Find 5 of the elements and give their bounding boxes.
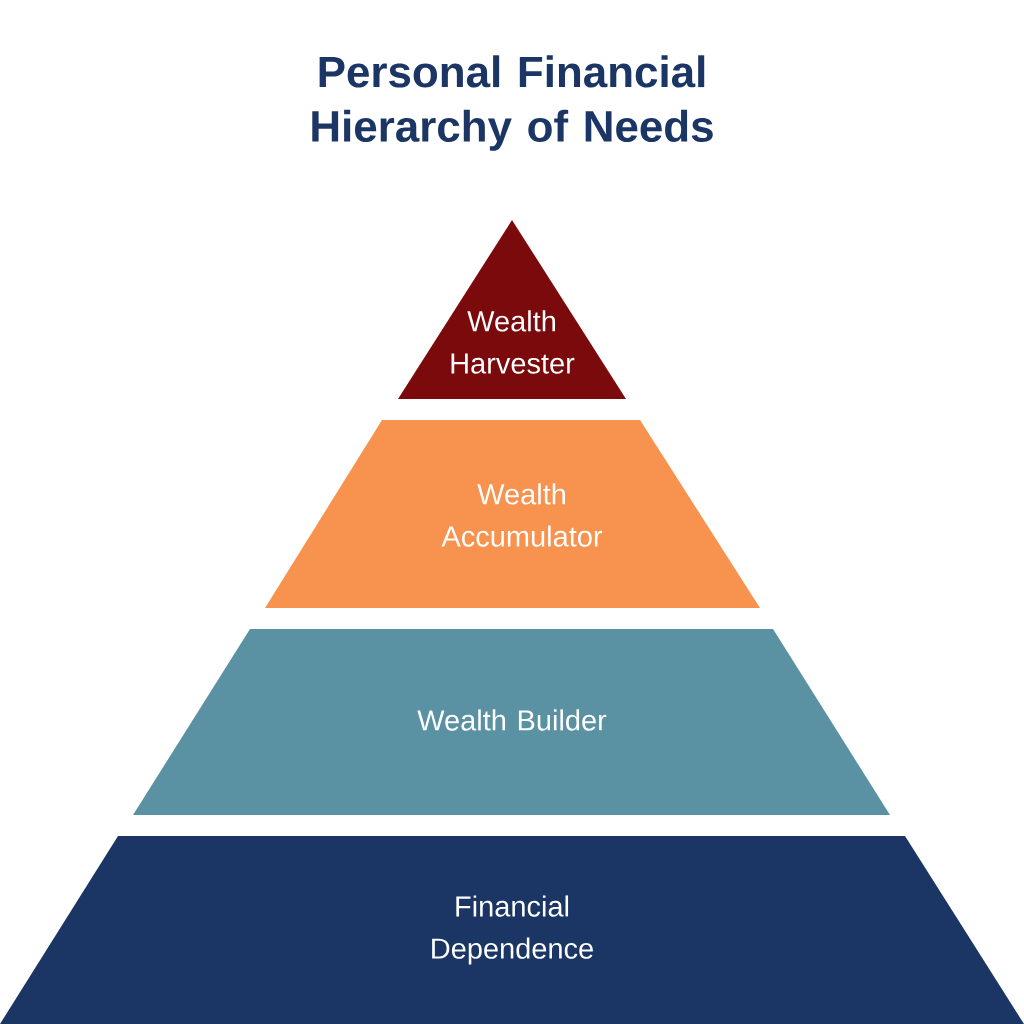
pyramid-level: Wealth Builder [133, 629, 890, 815]
pyramid-level: Wealth Accumulator [265, 420, 760, 608]
pyramid-level: Financial Dependence [0, 836, 1024, 1024]
title: Personal Financial Hierarchy of Needs [312, 55, 713, 151]
pyramid-level: Wealth Harvester [398, 220, 626, 399]
